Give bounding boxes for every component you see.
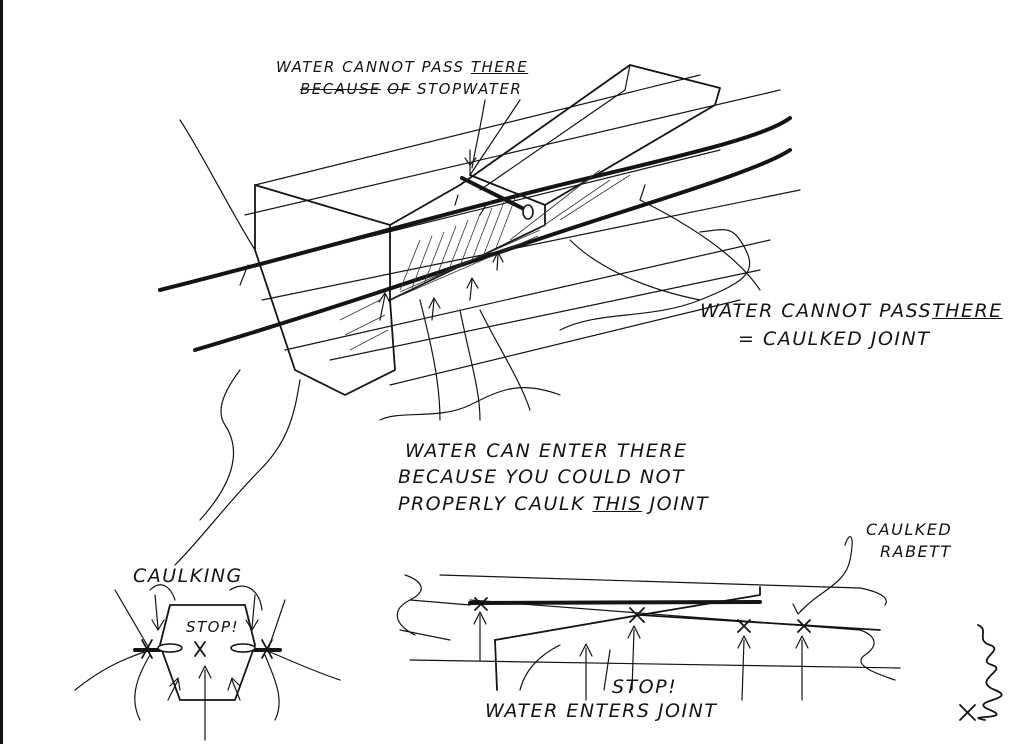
label-enter-this: THIS: [592, 493, 643, 515]
label-enter-joint: JOINT: [649, 493, 710, 515]
label-caulked-joint-line1: WATER CANNOT PASSTHERE: [700, 300, 1003, 323]
label-caulked-rabett-line1: CAULKED: [866, 520, 953, 539]
leader-stopwater: [471, 99, 486, 169]
keel-perspective-drawing: [158, 64, 801, 566]
label-caulked-joint-line2: = CAULKED JOINT: [738, 328, 931, 350]
stopwater-dowel: [460, 176, 532, 214]
label-stopwater-line2: BECAUSE OF STOPWATER: [300, 80, 522, 98]
page-edge: [0, 0, 3, 744]
label-water-enter-line3: PROPERLY CAULK THIS JOINT: [398, 493, 709, 516]
label-water-enter-line1: WATER CAN ENTER THERE: [405, 440, 688, 462]
caulking-cross-section: [74, 584, 341, 741]
label-caulking: CAULKING: [133, 565, 243, 587]
label-caulked-there: THERE: [932, 300, 1003, 322]
label-stopwater-because: BECAUSE: [300, 80, 381, 98]
label-stopwater-there: THERE: [470, 58, 529, 76]
rabbet-profile-drawing: [396, 535, 901, 701]
label-stop-section: STOP!: [186, 618, 240, 636]
label-water-enter-line2: BECAUSE YOU COULD NOT: [398, 466, 686, 488]
label-caulked-text-a: WATER CANNOT PASS: [700, 300, 933, 322]
label-stopwater-struck: OF: [387, 80, 411, 98]
lower-rabbet-line: [193, 148, 792, 352]
label-water-enters-joint: WATER ENTERS JOINT: [485, 700, 718, 722]
label-stopwater-text-a: WATER CANNOT PASS: [276, 58, 465, 76]
upper-rabbet-line: [158, 116, 792, 292]
label-enter-text-a: PROPERLY CAULK: [398, 493, 585, 515]
label-stopwater-word: STOPWATER: [416, 80, 523, 98]
label-stop-bottom: STOP!: [612, 676, 678, 698]
artist-signature: [959, 624, 1003, 721]
label-stopwater-line1: WATER CANNOT PASS THERE: [276, 58, 528, 76]
label-caulked-rabett-line2: RABETT: [880, 542, 952, 561]
